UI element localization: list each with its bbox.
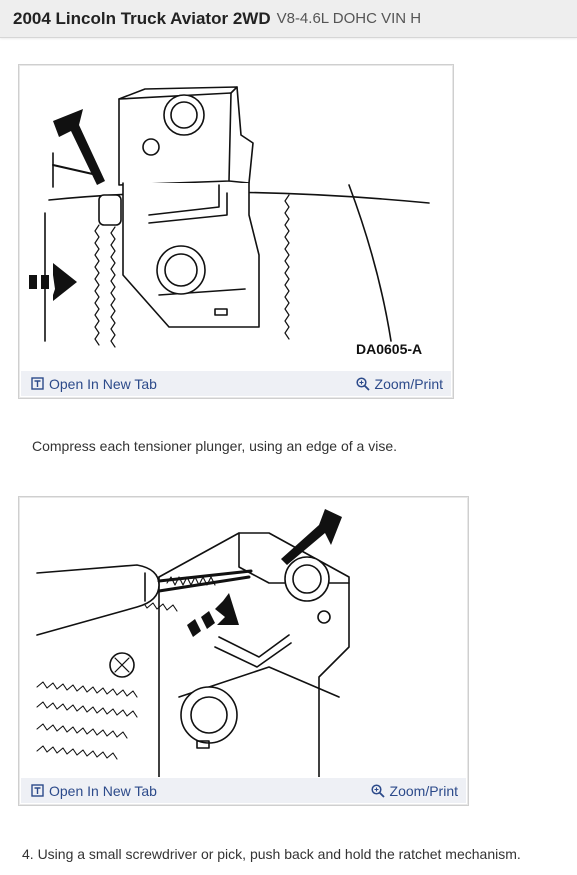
open-in-new-tab-label: Open In New Tab xyxy=(49,375,157,392)
open-in-new-tab-button[interactable]: Open In New Tab xyxy=(31,376,157,392)
vehicle-title: 2004 Lincoln Truck Aviator 2WD xyxy=(13,8,271,28)
figure-2: Open In New Tab Zoom/Print xyxy=(18,496,469,806)
figure-toolbar: Open In New Tab Zoom/Print xyxy=(21,778,466,803)
step-caption-2: 4. Using a small screwdriver or pick, pu… xyxy=(22,846,521,862)
zoom-print-button[interactable]: Zoom/Print xyxy=(355,375,443,392)
open-in-new-tab-button[interactable]: Open In New Tab xyxy=(31,783,157,799)
figure-label: DA0605-A xyxy=(356,341,423,357)
zoom-print-button[interactable]: Zoom/Print xyxy=(370,782,458,799)
screwdriver-ratchet-illustration xyxy=(36,509,350,777)
zoom-print-label: Zoom/Print xyxy=(374,375,443,392)
page-header: 2004 Lincoln Truck Aviator 2WD V8-4.6L D… xyxy=(0,0,577,38)
engine-subtitle: V8-4.6L DOHC VIN H xyxy=(276,10,422,27)
open-new-tab-icon xyxy=(31,784,44,797)
magnifier-icon xyxy=(355,376,370,391)
figure-1: DA0605-A Open In New Tab Zoom/Print xyxy=(18,64,454,399)
step-caption-1: Compress each tensioner plunger, using a… xyxy=(32,438,398,454)
zoom-print-label: Zoom/Print xyxy=(389,782,458,799)
open-new-tab-icon xyxy=(31,377,44,390)
open-in-new-tab-label: Open In New Tab xyxy=(49,782,157,799)
magnifier-icon xyxy=(370,783,385,798)
figure-toolbar: Open In New Tab Zoom/Print xyxy=(21,371,451,396)
tensioner-vise-illustration xyxy=(29,86,430,348)
